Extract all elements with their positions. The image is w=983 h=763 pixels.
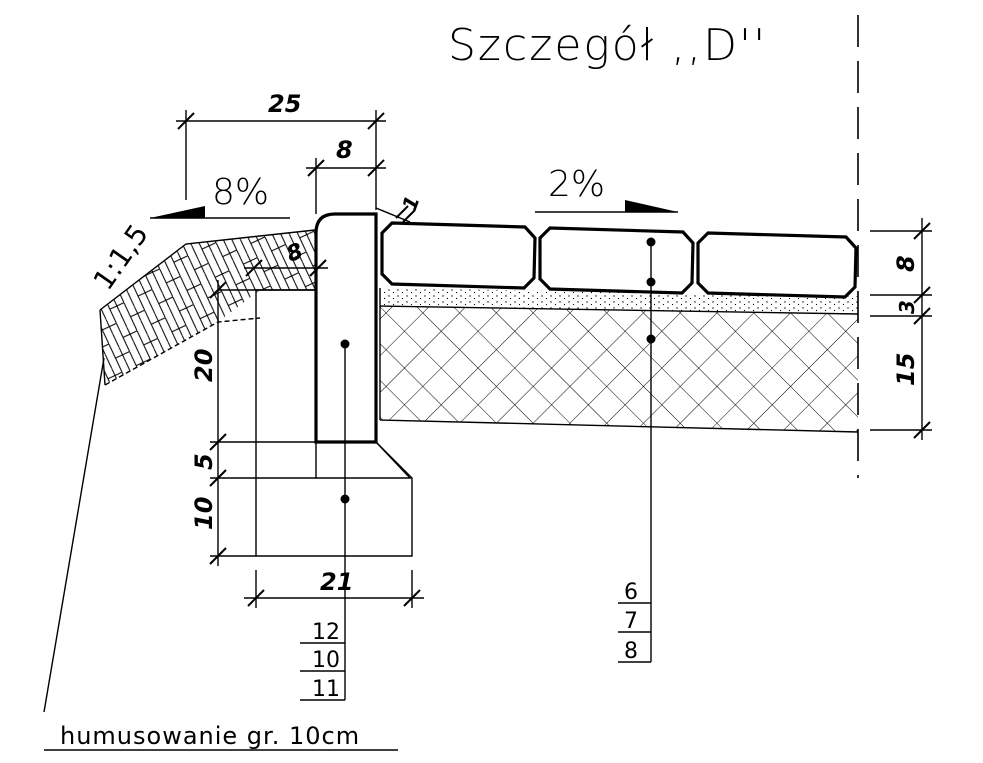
dim-gap: 1: [397, 192, 424, 213]
curb-callout: 12 10 11: [300, 339, 350, 702]
curb-ref-2: 10: [312, 648, 340, 673]
dimension-curb-width: 8: [306, 136, 386, 214]
dim-curb-height: 20: [190, 349, 218, 382]
dim-base-layer: 15: [892, 353, 920, 386]
foundation: [218, 289, 413, 557]
pavement-callout: 6 7 8: [618, 237, 656, 664]
slope-left: 8%: [150, 172, 290, 219]
dimension-inner-ledge: 8: [244, 239, 328, 277]
curb-ref-3: 11: [312, 677, 340, 702]
dimension-foundation-width: 21: [244, 568, 424, 608]
curb: [314, 212, 378, 444]
paver-blocks: [380, 221, 858, 299]
curb-ref-1: 12: [312, 620, 340, 645]
dimension-left-vertical: 20 5 10: [190, 280, 316, 566]
dim-bedding-height: 5: [190, 453, 218, 470]
slope-right: 2%: [535, 164, 678, 213]
humus-note: humusowanie gr. 10cm: [43, 357, 398, 751]
pavement-ref-1: 6: [624, 580, 638, 605]
dim-paver-thickness: 8: [892, 255, 920, 272]
dim-curb-width: 8: [336, 136, 353, 164]
dimension-top-width: 25: [176, 90, 386, 210]
pavement-ref-3: 8: [624, 639, 638, 664]
dim-foundation-height: 10: [190, 497, 218, 530]
dimension-gap: 1: [375, 192, 424, 223]
slope-right-label: 2%: [548, 164, 605, 205]
pavement-layers: [379, 288, 859, 433]
dim-top-width: 25: [268, 90, 301, 118]
drawing-title: Szczegół ,,D'': [448, 20, 767, 71]
pavement-ref-2: 7: [624, 609, 638, 634]
dim-foundation-width: 21: [320, 568, 353, 596]
humus-note-label: humusowanie gr. 10cm: [60, 722, 360, 750]
dimension-right-vertical: 8 3 15: [870, 218, 932, 440]
slope-left-label: 8%: [212, 172, 269, 213]
dim-sand-layer: 3: [895, 300, 919, 314]
